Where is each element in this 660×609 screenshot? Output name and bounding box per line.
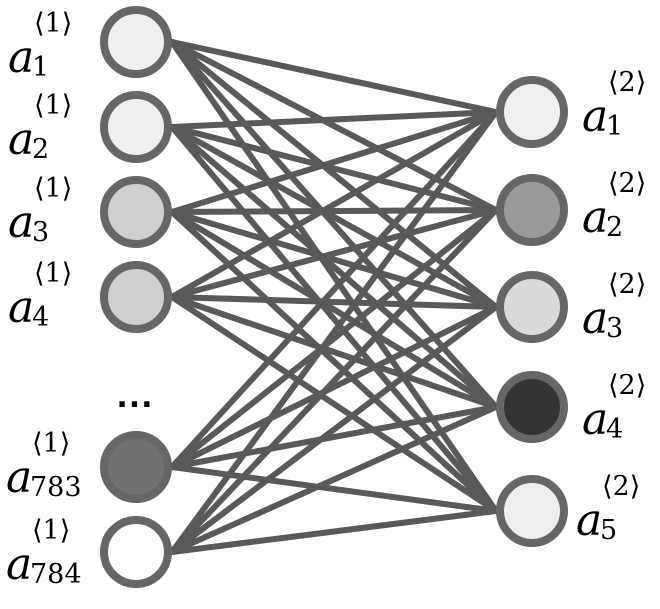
edge-in3-out2 (169, 207, 499, 215)
edge-in1-out1 (169, 39, 499, 115)
output-label-3: a⟨2⟩3 (582, 269, 647, 344)
input-label-1: a⟨1⟩1 (8, 8, 73, 83)
edge-in6-out3 (169, 304, 499, 555)
output-neuron-2 (496, 174, 568, 246)
edge-in4-out4 (169, 294, 499, 410)
output-label-2: a⟨2⟩2 (582, 168, 647, 243)
output-label-5: a⟨2⟩5 (576, 471, 641, 546)
input-label-2: a⟨1⟩2 (8, 90, 73, 165)
output-label-1: a⟨2⟩1 (582, 67, 647, 142)
input-label-783: a⟨1⟩783 (6, 428, 82, 503)
output-neuron-5 (496, 475, 568, 547)
edge-in3-out4 (169, 209, 499, 410)
edge-in3-out5 (169, 209, 499, 514)
edge-in6-out1 (169, 109, 499, 555)
edge-in4-out1 (169, 109, 499, 300)
edge-in5-out2 (169, 207, 499, 470)
input-neuron-4 (100, 261, 172, 333)
edge-in5-out3 (169, 304, 499, 470)
input-neuron-3 (100, 176, 172, 248)
edge-in5-out1 (169, 109, 499, 470)
edge-in2-out3 (169, 124, 499, 310)
input-neuron-784 (100, 516, 172, 588)
edge-in3-out3 (169, 209, 499, 310)
output-neuron-4 (496, 371, 568, 443)
edge-in4-out5 (169, 294, 499, 514)
input-neuron-1 (100, 6, 172, 78)
input-label-784: a⟨1⟩784 (6, 515, 82, 590)
edge-in2-out2 (169, 124, 499, 213)
ellipsis: ... (116, 380, 154, 415)
output-neuron-1 (496, 76, 568, 148)
edge-in4-out2 (169, 207, 499, 300)
output-neuron-3 (496, 271, 568, 343)
input-label-3: a⟨1⟩3 (8, 173, 73, 248)
input-neuron-783 (100, 431, 172, 503)
edge-in2-out5 (169, 124, 499, 514)
edge-in3-out1 (169, 109, 499, 215)
edge-in4-out3 (169, 294, 499, 310)
edge-in2-out1 (169, 109, 499, 130)
edge-in6-out4 (169, 404, 499, 555)
edge-in6-out2 (169, 207, 499, 555)
edge-in5-out4 (169, 404, 499, 470)
input-label-4: a⟨1⟩4 (8, 258, 73, 333)
input-neuron-2 (100, 91, 172, 163)
edge-in2-out4 (169, 124, 499, 410)
output-label-4: a⟨2⟩4 (582, 370, 647, 445)
edge-in6-out5 (169, 508, 499, 555)
